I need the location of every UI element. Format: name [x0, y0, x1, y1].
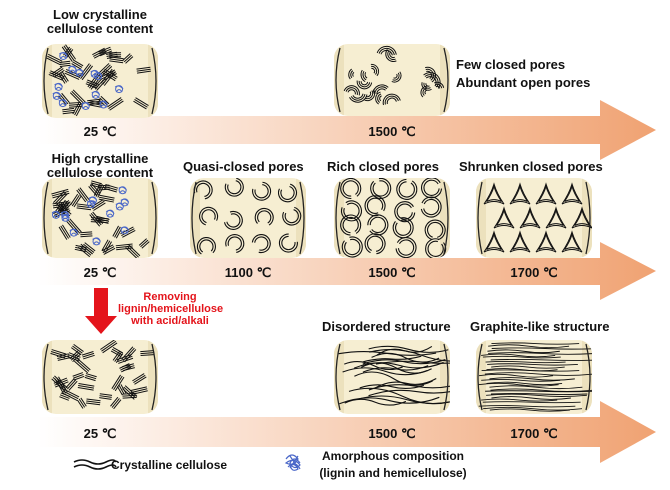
- stage-label-graphite-like: Graphite-like structure: [470, 319, 610, 334]
- pore-note-line2: Abundant open pores: [456, 75, 591, 90]
- timeline-arrow-row2: [38, 242, 656, 300]
- sample-high-crystalline-1100c: [190, 178, 306, 258]
- stage-label-quasi-closed: Quasi-closed pores: [183, 159, 304, 174]
- low-crystalline-label-line1: Low crystalline: [53, 7, 147, 22]
- row2-temp-25: 25 ℃: [83, 265, 117, 280]
- low-crystalline-label: Low crystalline cellulose content: [38, 8, 162, 36]
- pore-note-line1: Few closed pores: [456, 57, 566, 72]
- stage-label-shrunken-closed: Shrunken closed pores: [459, 159, 603, 174]
- row2-temp-1100: 1100 ℃: [224, 265, 272, 280]
- pore-note: Few closed pores Abundant open pores: [456, 58, 590, 90]
- high-crystalline-label-line2: cellulose content: [46, 165, 154, 180]
- legend-amorphous-label: Amorphous composition (lignin and hemice…: [306, 449, 480, 480]
- removal-note-line1: Removing: [143, 291, 197, 303]
- sample-low-crystalline-1500c: [334, 44, 450, 116]
- legend-amorphous-label-line2: (lignin and hemicellulose): [319, 466, 467, 480]
- low-crystalline-label-line2: cellulose content: [46, 21, 154, 36]
- row2-temp-1700: 1700 ℃: [510, 265, 558, 280]
- high-crystalline-label-line1: High crystalline: [51, 151, 149, 166]
- sample-purified-25c: [42, 340, 158, 414]
- sample-low-crystalline-25c: [42, 44, 158, 118]
- removal-note: Removing lignin/hemicellulose with acid/…: [118, 291, 224, 327]
- legend-crystalline-label: Crystalline cellulose: [111, 458, 228, 472]
- removal-note-line3: with acid/alkali: [131, 315, 209, 327]
- stage-label-rich-closed: Rich closed pores: [327, 159, 439, 174]
- row1-temp-1500: 1500 ℃: [368, 124, 416, 139]
- timeline-arrow-row3: [38, 401, 656, 463]
- sample-high-crystalline-1500c: [334, 178, 450, 258]
- timeline-arrow-row1: [38, 100, 656, 160]
- sample-high-crystalline-1700c: [476, 178, 592, 258]
- row1-temp-25: 25 ℃: [83, 124, 117, 139]
- stage-label-disordered: Disordered structure: [322, 319, 451, 334]
- sample-high-crystalline-25c: [42, 178, 158, 258]
- high-crystalline-label: High crystalline cellulose content: [38, 152, 162, 180]
- row3-temp-1500: 1500 ℃: [368, 426, 416, 441]
- legend-amorphous-label-line1: Amorphous composition: [322, 449, 464, 463]
- removal-note-line2: lignin/hemicellulose: [118, 303, 224, 315]
- row3-temp-25: 25 ℃: [83, 426, 117, 441]
- sample-purified-1500c: [334, 340, 450, 414]
- sample-purified-1700c: [476, 340, 592, 414]
- removal-arrow: [85, 288, 117, 334]
- row2-temp-1500: 1500 ℃: [368, 265, 416, 280]
- row3-temp-1700: 1700 ℃: [510, 426, 558, 441]
